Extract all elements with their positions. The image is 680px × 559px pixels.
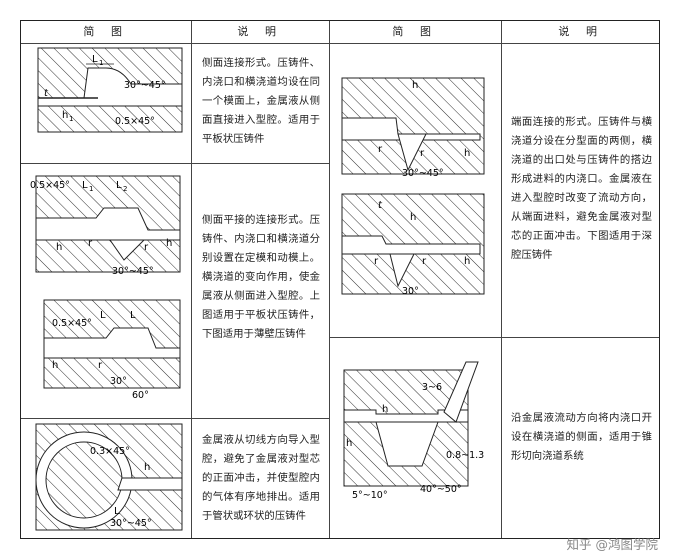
label-angle-d: 30°~45° — [402, 168, 444, 179]
label-L1-sub: 1 — [99, 59, 103, 67]
header-sketch-right: 简 图 — [392, 25, 438, 38]
label-chamfer-c: 0.5×45° — [52, 318, 92, 329]
sketch-end-connect-upper: h r r h 30°~45° — [341, 77, 485, 179]
label-h2-e: h — [464, 256, 470, 267]
label-chamfer-b: 0.5×45° — [30, 180, 70, 191]
sketch-end-connect-lower: t h r r h 30° — [341, 193, 485, 297]
row-divider — [329, 337, 659, 338]
gate-table: 简 图 说 明 简 图 说 明 侧面连接形式。压铸件、内浇口和横浇道均设在同一个… — [20, 20, 660, 539]
header-desc-left: 说 明 — [237, 25, 283, 38]
label-r1: r — [88, 238, 93, 249]
sketch-tangential: 0.3×45° h L 30°~45° — [35, 423, 183, 531]
label-L1-c: L — [100, 310, 106, 321]
label-r1-e: r — [374, 256, 379, 267]
label-L2-c: L — [130, 310, 136, 321]
label-h1-f: h — [382, 404, 388, 415]
label-t: t — [44, 88, 49, 99]
label-chamfer-03: 0.3×45° — [90, 446, 130, 457]
label-L2: L — [116, 180, 122, 191]
label-h1: h — [62, 110, 68, 121]
label-h2-f: h — [346, 438, 352, 449]
label-r2: r — [144, 242, 149, 253]
label-angle-e: 30° — [402, 286, 419, 297]
label-r2-e: r — [422, 256, 427, 267]
label-h1-d: h — [412, 80, 418, 91]
label-angle-b: 30°~45° — [112, 266, 154, 277]
desc-tangential: 金属液从切线方向导入型腔，避免了金属液对型芯的正面冲击，并使型腔内的气体有序地排… — [202, 434, 320, 522]
label-t-e: t — [378, 200, 383, 211]
label-r2-d: r — [420, 148, 425, 159]
sketch-side-flat-upper: 0.5×45° L 1 L 2 h r r h 30°~45° — [30, 175, 181, 277]
sketch-along-flow: 3~6 h h 0.8~1.3 5°~10° 40°~50° — [343, 361, 484, 501]
label-L1-b: L — [82, 180, 88, 191]
label-angle-40-50: 40°~50° — [420, 484, 462, 495]
watermark: 知乎 @鸿图学院 — [566, 537, 658, 552]
label-r1-d: r — [378, 144, 383, 155]
header-divider — [21, 43, 659, 44]
label-h2-d: h — [464, 148, 470, 159]
header-desc-right: 说 明 — [558, 25, 604, 38]
label-L2-sub: 2 — [123, 185, 127, 193]
col-divider — [329, 21, 330, 538]
label-h: h — [144, 462, 150, 473]
header-sketch-left: 简 图 — [83, 25, 129, 38]
label-range-08-13: 0.8~1.3 — [446, 450, 484, 461]
label-angle-60: 60° — [132, 390, 149, 401]
label-angle-5-10: 5°~10° — [352, 490, 388, 501]
label-h2: h — [166, 238, 172, 249]
label-L: L — [114, 506, 120, 517]
label-chamfer: 0.5×45° — [115, 116, 155, 127]
row-divider — [21, 163, 329, 164]
label-h1-b: h — [56, 242, 62, 253]
desc-side-connect: 侧面连接形式。压铸件、内浇口和横浇道均设在同一个模面上，金属液从侧面直接进入型腔… — [202, 57, 320, 145]
label-L1: L — [92, 54, 98, 65]
label-h1-e: h — [410, 212, 416, 223]
label-h1-c: h — [52, 360, 58, 371]
label-r1-c: r — [98, 360, 103, 371]
desc-side-flat: 侧面平接的连接形式。压铸件、内浇口和横浇道分别设置在定模和动模上。横浇道的变向作… — [202, 214, 320, 340]
desc-along-flow: 沿金属液流动方向将内浇口开设在横浇道的侧面，适用于锥形切向浇道系统 — [511, 412, 652, 462]
label-h1-sub: 1 — [69, 115, 73, 123]
label-angle-30: 30° — [110, 376, 127, 387]
label-angle-c: 30°~45° — [110, 518, 152, 529]
label-angle: 30°~45° — [124, 80, 166, 91]
desc-end-connect: 端面连接的形式。压铸件与横浇道分设在分型面的两侧，横浇道的出口处与压铸件的搭边形… — [511, 116, 652, 261]
col-divider — [501, 21, 502, 538]
label-range-3-6: 3~6 — [422, 382, 442, 393]
col-divider — [191, 21, 192, 538]
sketch-side-flat-lower: 0.5×45° L L h r 30° 60° — [43, 299, 181, 401]
label-L1-b-sub: 1 — [89, 185, 93, 193]
row-divider — [21, 418, 329, 419]
sketch-side-connect: L 1 t h 1 30°~45° 0.5×45° — [37, 47, 183, 133]
